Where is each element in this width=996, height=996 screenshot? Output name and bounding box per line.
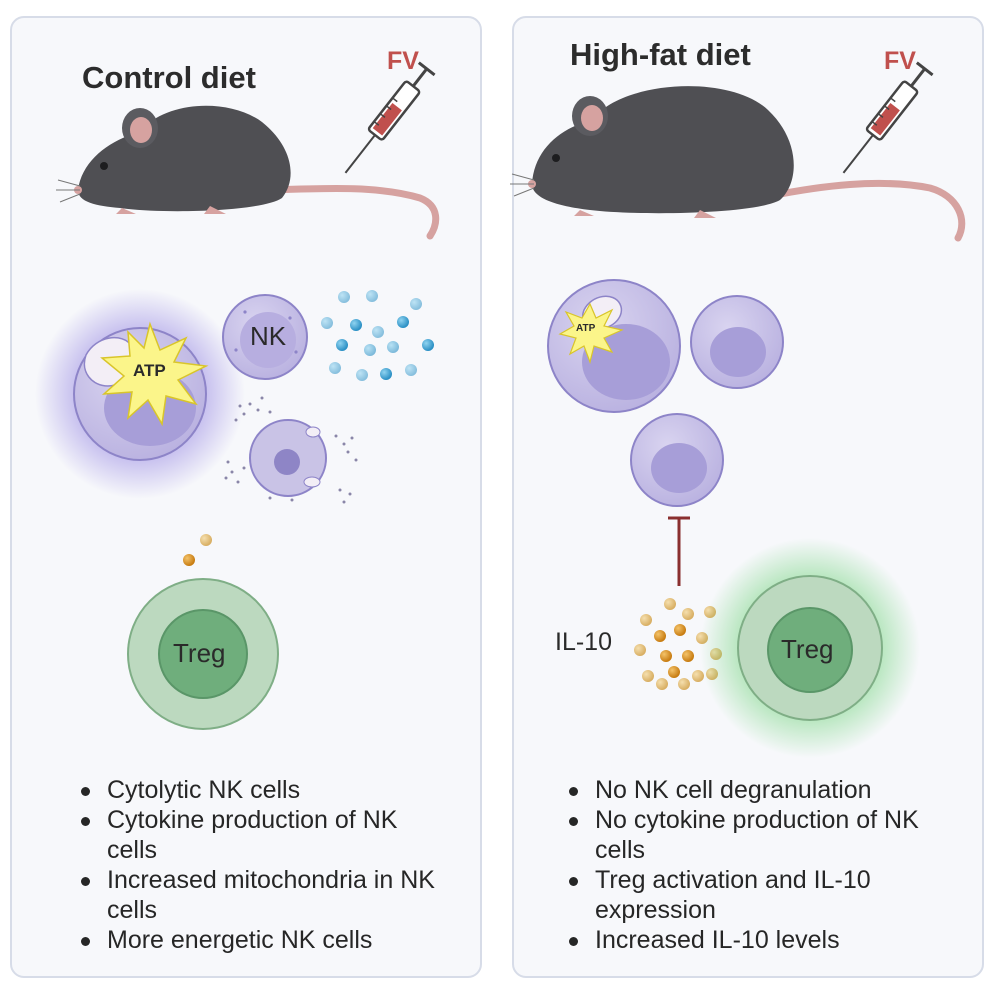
- high-fat-findings-list: No NK cell degranulation No cytokine pro…: [563, 775, 953, 955]
- control-findings-list: Cytolytic NK cells Cytokine production o…: [75, 775, 435, 955]
- nk-label: NK: [250, 321, 287, 351]
- list-item: Increased IL-10 levels: [563, 925, 953, 955]
- atp-label: ATP: [576, 323, 596, 334]
- treg-label: Treg: [781, 634, 834, 664]
- fv-label: FV: [387, 47, 419, 75]
- atp-label: ATP: [133, 361, 166, 380]
- list-item: Cytolytic NK cells: [75, 775, 435, 805]
- list-item: More energetic NK cells: [75, 925, 435, 955]
- list-item: Cytokine production of NK cells: [75, 805, 407, 865]
- list-item: No cytokine production of NK cells: [563, 805, 940, 865]
- fv-label: FV: [884, 47, 916, 75]
- treg-label: Treg: [173, 638, 226, 668]
- list-item: No NK cell degranulation: [563, 775, 953, 805]
- list-item: Increased mitochondria in NK cells: [75, 865, 437, 925]
- control-diet-title: Control diet: [82, 60, 256, 95]
- list-item: Treg activation and IL-10 expression: [563, 865, 925, 925]
- high-fat-diet-title: High-fat diet: [570, 37, 751, 72]
- il10-label: IL-10: [555, 628, 612, 656]
